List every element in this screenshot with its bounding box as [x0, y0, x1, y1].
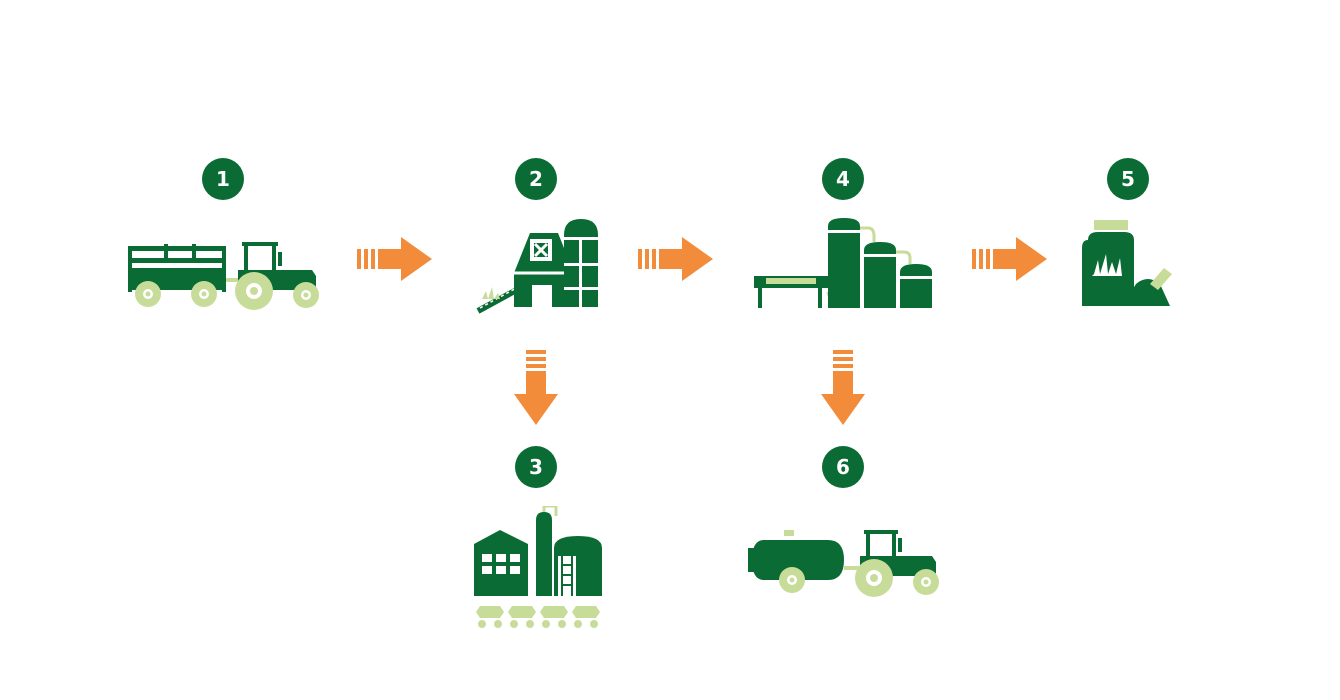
- flow-arrow-4-6: [821, 350, 865, 425]
- step-badge-1: 1: [202, 158, 244, 200]
- fertilizer-bag-icon: [1082, 220, 1172, 306]
- flow-arrow-4-5: [972, 237, 1047, 281]
- factory-icon: [474, 506, 602, 628]
- tractor-trailer-icon: [128, 242, 319, 310]
- flow-arrow-2-4: [638, 237, 713, 281]
- step-badge-4: 4: [822, 158, 864, 200]
- flow-arrow-2-3: [514, 350, 558, 425]
- step-badge-2: 2: [515, 158, 557, 200]
- step-badge-3: 3: [515, 446, 557, 488]
- step-badge-5: 5: [1107, 158, 1149, 200]
- barn-silo-icon: [476, 219, 598, 314]
- flow-arrow-1-2: [357, 237, 432, 281]
- step-badge-6: 6: [822, 446, 864, 488]
- digester-tanks-icon: [754, 218, 932, 308]
- tanker-tractor-icon: [748, 530, 939, 597]
